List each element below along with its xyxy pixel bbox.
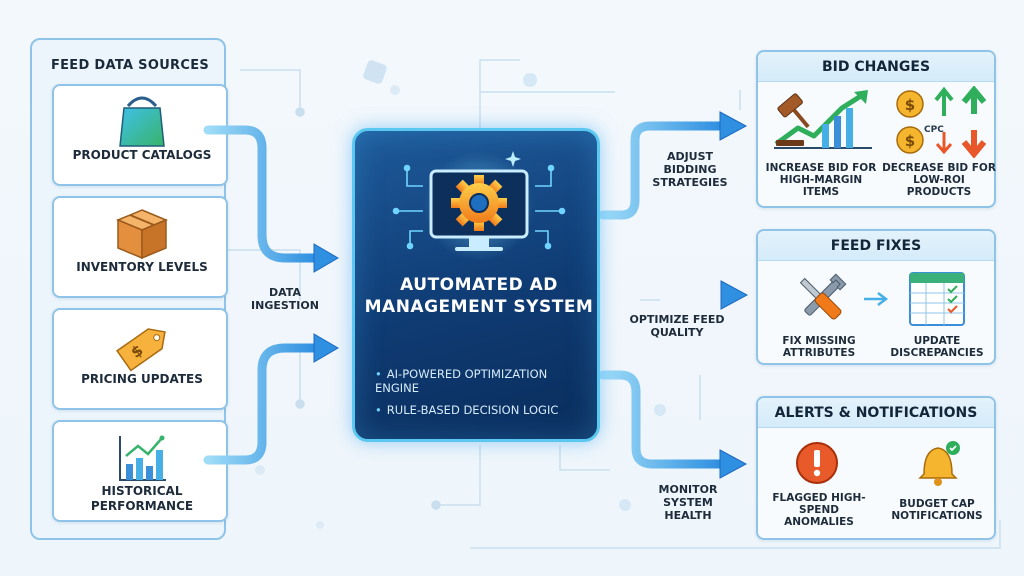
- feed-fixes-panel[interactable]: FEED FIXES FIX MISSING ATTRIBUTES UPDATE…: [756, 229, 996, 365]
- alerts-notifications-panel[interactable]: ALERTS & NOTIFICATIONS FLAGGED HIGH-SPEN…: [756, 396, 996, 540]
- data-ingestion-label: DATA INGESTION: [251, 286, 319, 312]
- warning-alert-icon: [796, 442, 838, 484]
- budget-cap-label: BUDGET CAP NOTIFICATIONS: [891, 498, 983, 522]
- feed-fixes-title: FEED FIXES: [758, 231, 994, 261]
- source-label: PRODUCT CATALOGS: [72, 148, 212, 162]
- wrench-screwdriver-icon: [799, 273, 847, 320]
- bell-notification-icon: [918, 441, 960, 486]
- feed-data-sources-panel: FEED DATA SOURCES PRODUCT CATALOGS INVEN…: [30, 38, 228, 540]
- adjust-bidding-label: ADJUST BIDDING STRATEGIES: [652, 150, 728, 189]
- source-product-catalogs[interactable]: PRODUCT CATALOGS: [52, 84, 228, 186]
- source-inventory-levels[interactable]: INVENTORY LEVELS: [52, 196, 228, 298]
- source-label: INVENTORY LEVELS: [76, 260, 208, 274]
- box-icon: [54, 206, 230, 260]
- system-bullet-rules: •RULE-BASED DECISION LOGIC: [375, 403, 559, 417]
- gear-monitor-icon: [392, 151, 566, 261]
- arrow-right-icon: [864, 292, 889, 306]
- source-label: PRICING UPDATES: [81, 372, 203, 386]
- optimize-feed-label: OPTIMIZE FEED QUALITY: [629, 313, 725, 339]
- gavel-growth-chart-icon: [774, 90, 872, 149]
- shopping-bag-icon: [54, 94, 230, 148]
- source-historical-performance[interactable]: HISTORICAL PERFORMANCE: [52, 420, 228, 522]
- svg-text:$: $: [905, 96, 915, 114]
- price-tag-icon: $: [54, 318, 230, 372]
- automated-ad-management-system[interactable]: AUTOMATED AD MANAGEMENT SYSTEM •AI-POWER…: [352, 128, 600, 442]
- bid-changes-title: BID CHANGES: [758, 52, 994, 82]
- increase-bid-label: INCREASE BID FOR HIGH-MARGIN ITEMS: [765, 162, 877, 198]
- system-bullet-ai: •AI-POWERED OPTIMIZATION ENGINE: [375, 367, 548, 395]
- system-title: AUTOMATED AD MANAGEMENT SYSTEM: [364, 275, 594, 317]
- update-discrepancies-label: UPDATE DISCREPANCIES: [890, 335, 984, 359]
- bid-changes-panel[interactable]: BID CHANGES INCREASE BID FOR HIGH-MARGIN…: [756, 50, 996, 208]
- bar-chart-icon: [54, 430, 230, 484]
- feed-data-sources-title: FEED DATA SOURCES: [50, 58, 210, 73]
- monitor-health-label: MONITOR SYSTEM HEALTH: [658, 483, 718, 522]
- flagged-anomalies-label: FLAGGED HIGH-SPEND ANOMALIES: [772, 492, 866, 528]
- decrease-bid-label: DECREASE BID FOR LOW-ROI PRODUCTS: [882, 162, 996, 198]
- alerts-notifications-title: ALERTS & NOTIFICATIONS: [758, 398, 994, 428]
- fix-missing-label: FIX MISSING ATTRIBUTES: [782, 335, 856, 359]
- cpc-label: CPC: [924, 125, 944, 135]
- source-label: HISTORICAL PERFORMANCE: [90, 484, 194, 513]
- cpc-coins-arrows-icon: $ $: [896, 86, 987, 158]
- svg-text:$: $: [905, 132, 915, 150]
- spreadsheet-icon: [909, 272, 965, 326]
- source-pricing-updates[interactable]: $ PRICING UPDATES: [52, 308, 228, 410]
